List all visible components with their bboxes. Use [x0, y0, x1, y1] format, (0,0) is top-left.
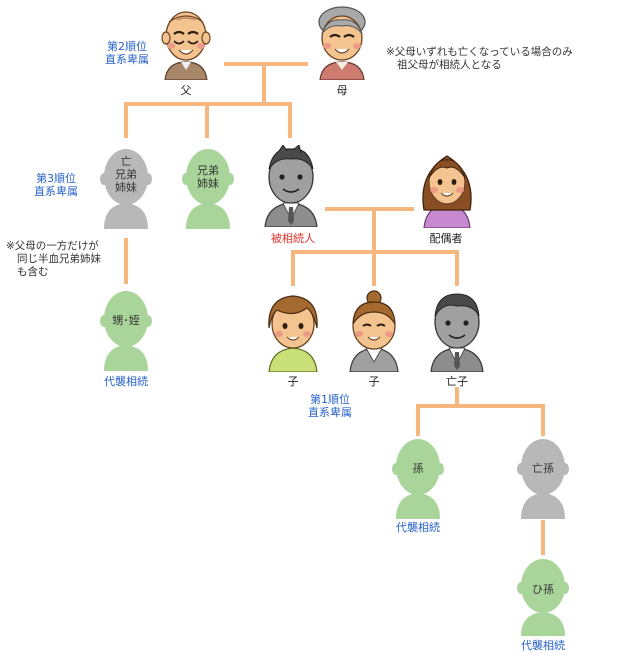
nephew-niece-label: 甥･姪: [112, 314, 140, 327]
rank1-label: 第1順位 直系卑属: [308, 393, 352, 419]
deceased-child-figure: [425, 290, 489, 372]
rank3-label: 第3順位 直系卑属: [34, 172, 78, 198]
spouse-figure: [416, 150, 478, 228]
nephew-niece-silhouette: [96, 287, 156, 371]
sibling-silhouette: [178, 145, 238, 229]
great-grandchild-succession-label: 代襲相続: [521, 639, 565, 652]
nephew-niece-succession-label: 代襲相続: [104, 375, 148, 388]
deceased-sibling-silhouette: [96, 145, 156, 229]
mother-label: 母: [336, 84, 348, 97]
rank2-label: 第2順位 直系卑属: [105, 40, 149, 66]
decedent-figure: [259, 145, 323, 227]
mother-figure: [313, 6, 371, 80]
child1-figure: [261, 292, 325, 372]
deceased-sibling-label: 亡 兄弟 姉妹: [115, 155, 137, 194]
father-label: 父: [180, 84, 192, 97]
deceased-grandchild-silhouette: [513, 435, 573, 519]
child2-figure: [342, 290, 406, 372]
spouse-label: 配偶者: [429, 232, 463, 245]
decedent-label: 被相続人: [271, 232, 315, 245]
deceased-grandchild-label: 亡孫: [532, 462, 554, 475]
grandparents-note: ※父母いずれも亡くなっている場合のみ 祖父母が相続人となる: [386, 46, 573, 71]
father-figure: [157, 8, 215, 80]
grandchild-silhouette: [388, 435, 448, 519]
grandchild-label: 孫: [412, 462, 424, 475]
child1-label: 子: [287, 375, 299, 388]
deceased-child-label: 亡子: [446, 375, 468, 388]
half-sibling-note: ※父母の一方だけが 同じ半血兄弟姉妹 も含む: [6, 240, 101, 278]
child2-label: 子: [368, 375, 380, 388]
grandchild-succession-label: 代襲相続: [396, 521, 440, 534]
great-grandchild-silhouette: [513, 556, 573, 636]
sibling-label: 兄弟 姉妹: [197, 164, 219, 190]
great-grandchild-label: ひ孫: [532, 583, 554, 596]
